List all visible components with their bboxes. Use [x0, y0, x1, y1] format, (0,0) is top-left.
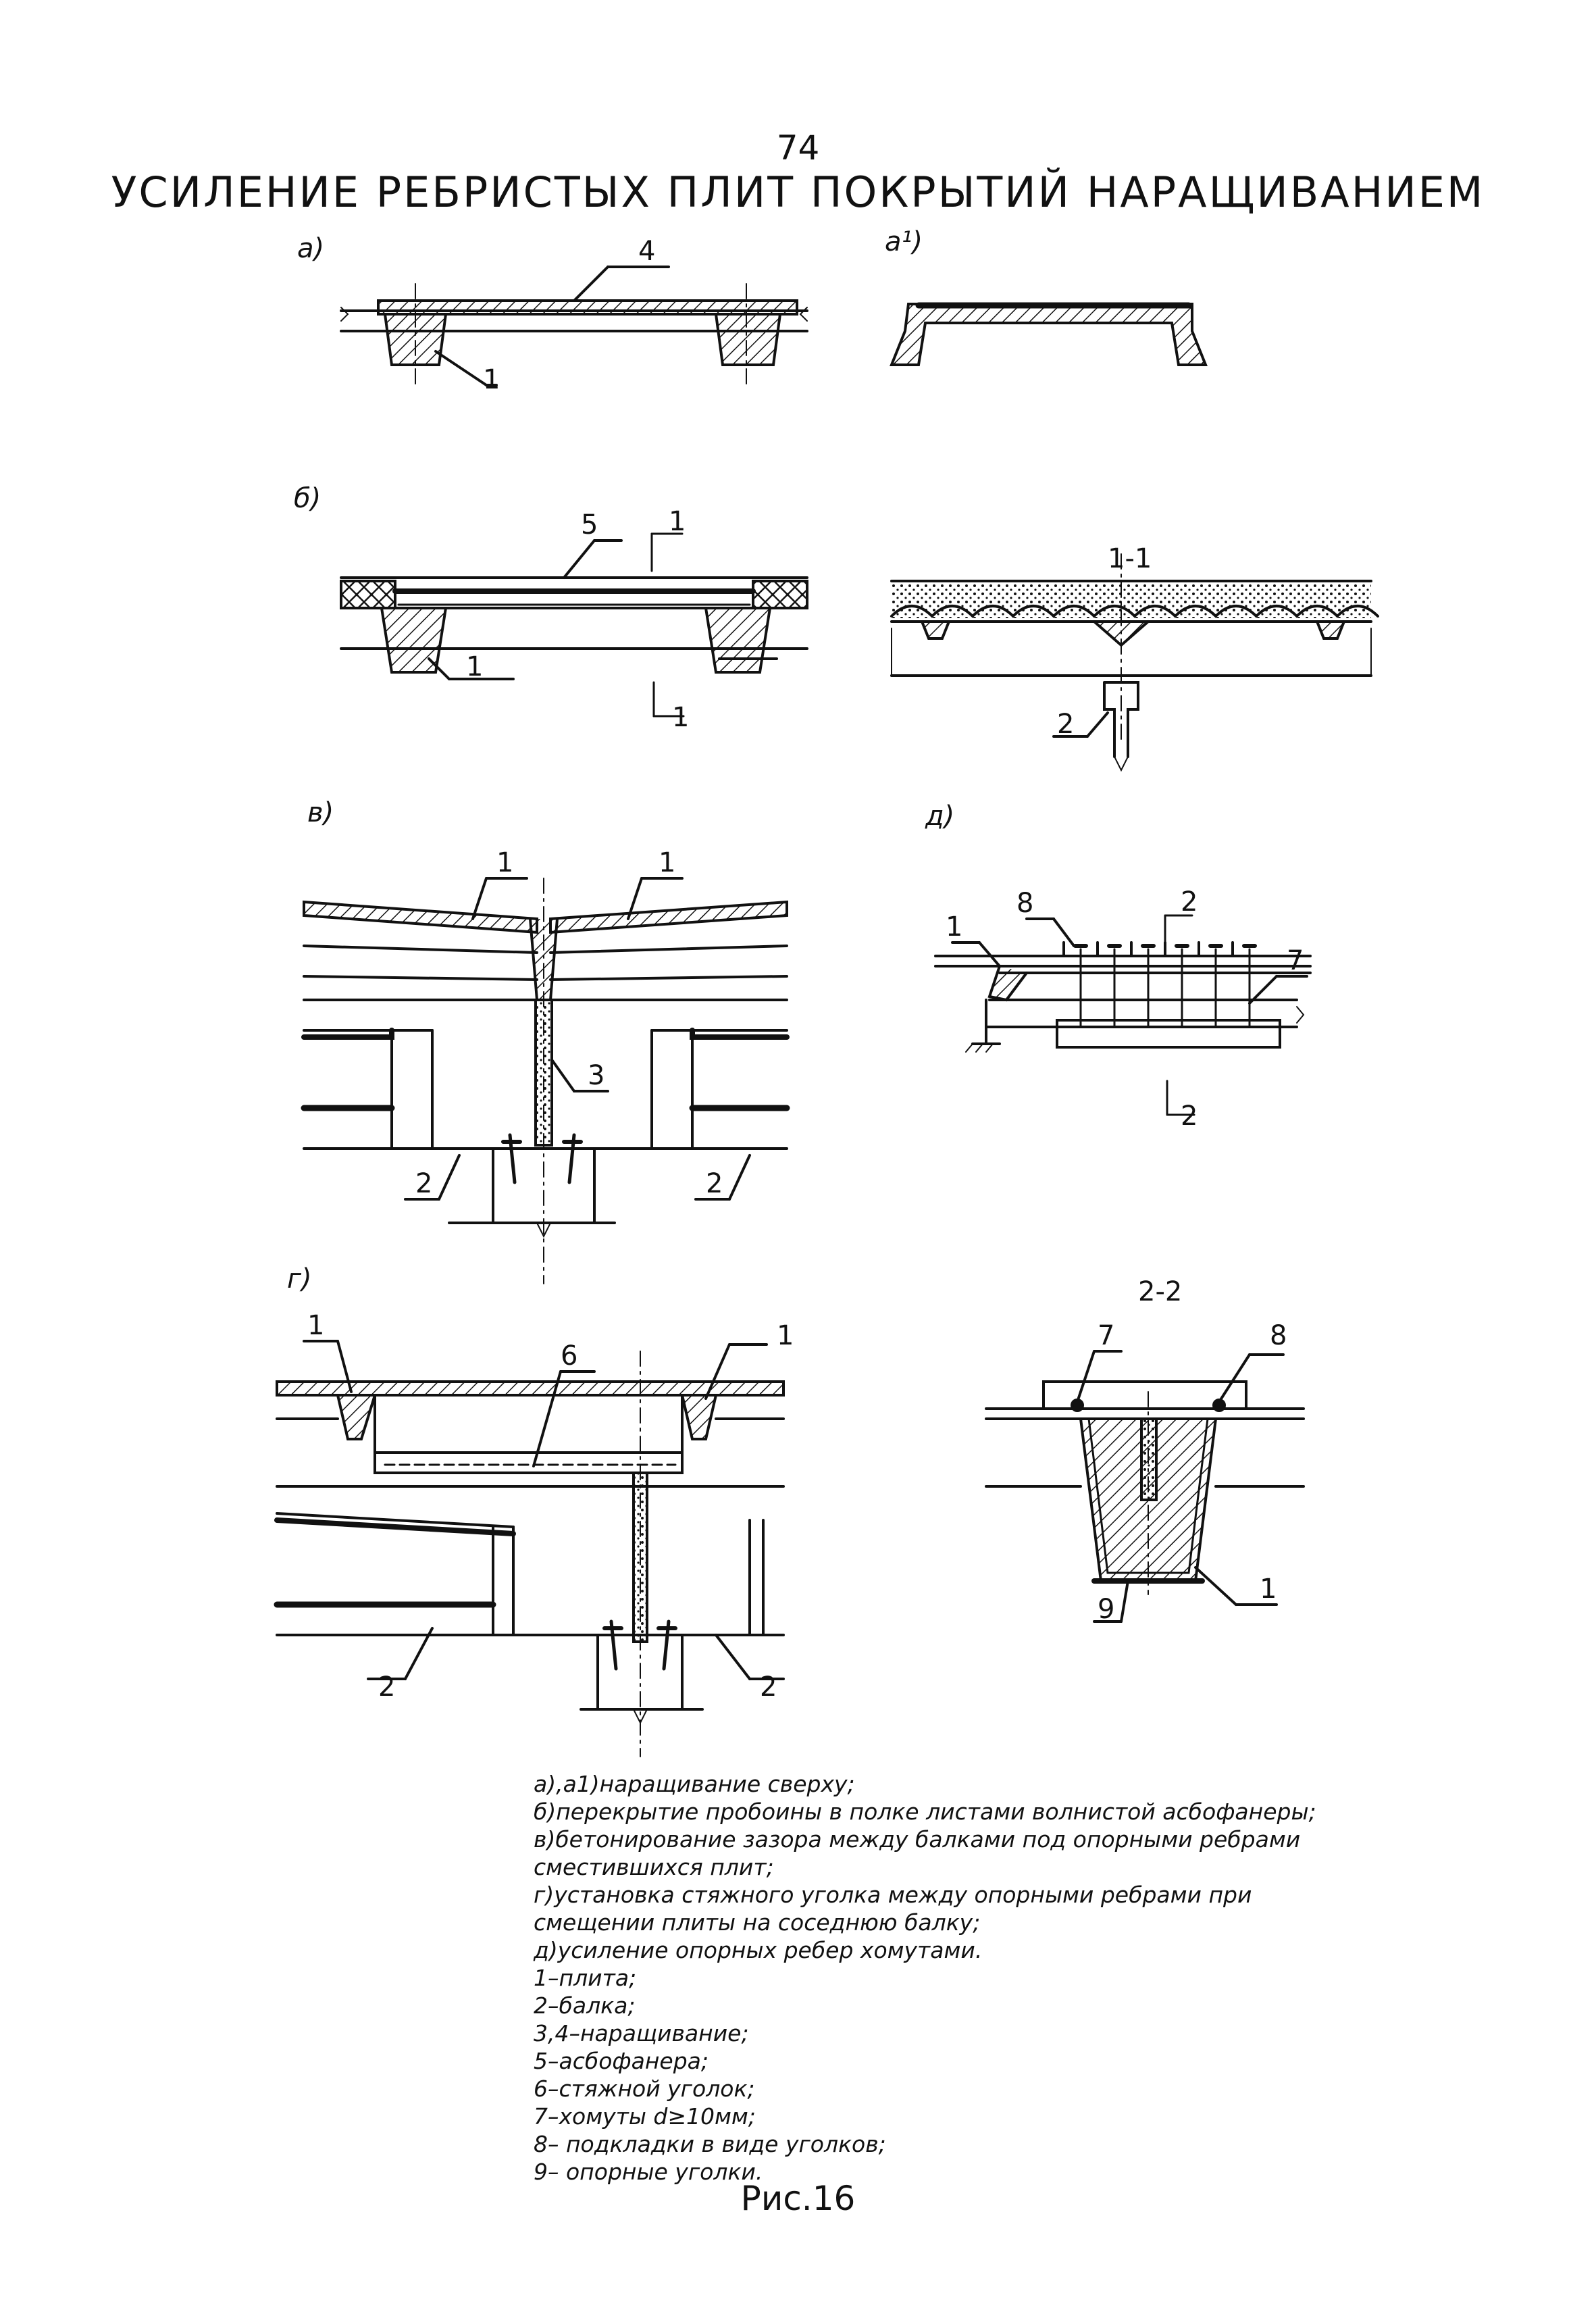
diagram-a-slab-top-build-up [340, 266, 808, 386]
callout-1-s22: 1 [1260, 1574, 1277, 1605]
caption-line: сместившихся плит; [534, 1854, 774, 1880]
callout-1-a: 1 [483, 364, 500, 395]
callout-7-d: 7 [1287, 945, 1304, 976]
callout-2-v-left: 2 [415, 1168, 432, 1199]
callout-8-s22: 8 [1270, 1320, 1287, 1351]
callout-5-b: 5 [581, 509, 598, 540]
panel-label-b: б) [294, 483, 321, 514]
callout-1-g-left: 1 [307, 1310, 324, 1341]
cut-2-top: 2 [1181, 886, 1198, 917]
diagram-v-gap-concreting [301, 877, 790, 1284]
section-2-2-title: 2-2 [1138, 1276, 1182, 1307]
panel-label-a1: а¹) [885, 226, 923, 257]
caption-line: б)перекрытие пробоины в полке листами во… [534, 1799, 1316, 1825]
callout-6-g: 6 [561, 1340, 577, 1372]
caption-line: 5–асбофанера; [534, 2048, 709, 2074]
page-number: 74 [776, 128, 820, 168]
section-1-1-title: 1-1 [1108, 543, 1152, 574]
panel-label-a: а) [297, 233, 325, 264]
panel-label-v: в) [307, 797, 334, 828]
cut-1-bottom: 1 [672, 702, 689, 733]
cut-2-bottom: 2 [1181, 1101, 1198, 1132]
diagram-b-slab-with-asbestos-sheets [340, 532, 808, 718]
caption-line: 3,4–наращивание; [534, 2020, 749, 2046]
callout-1-b: 1 [466, 651, 483, 682]
callout-1-d: 1 [946, 911, 962, 942]
callout-2-s11: 2 [1057, 709, 1074, 740]
callout-7-s22: 7 [1098, 1320, 1114, 1351]
caption-line: г)установка стяжного уголка между опорны… [534, 1882, 1252, 1908]
diagram-section-1-1 [890, 553, 1379, 772]
callout-1-v-left: 1 [496, 847, 513, 878]
caption-line: а),а1)наращивание сверху; [534, 1771, 855, 1797]
callout-1-v-right: 1 [659, 847, 675, 878]
callout-9-s22: 9 [1098, 1594, 1114, 1625]
panel-label-d: д) [925, 801, 955, 832]
callout-2-g-left: 2 [378, 1671, 395, 1703]
caption-line: 2–балка; [534, 1992, 636, 2019]
caption-line: смещении плиты на соседнюю балку; [534, 1909, 981, 1936]
panel-label-g: г) [287, 1263, 312, 1294]
callout-8-d: 8 [1016, 888, 1033, 919]
callout-labels: 4 1 5 1 1 1 1-1 2 1 1 3 2 2 1 8 2 7 2 1 … [307, 236, 1304, 1703]
diagram-section-2-2 [985, 1350, 1305, 1623]
page-title: УСИЛЕНИЕ РЕБРИСТЫХ ПЛИТ ПОКРЫТИЙ НАРАЩИВ… [111, 168, 1485, 217]
caption-line: д)усиление опорных ребер хомутами. [534, 1937, 983, 1963]
caption-line: 9– опорные уголки. [534, 2159, 763, 2185]
figure-caption: а),а1)наращивание сверху; б)перекрытие п… [534, 1770, 1412, 2186]
figure-number: Рис.16 [740, 2179, 856, 2218]
diagram-d-rib-stirrups [934, 914, 1312, 1116]
diagram-a1-slab [890, 302, 1208, 366]
callout-1-g-right: 1 [777, 1320, 794, 1351]
diagram-g-tie-angle [274, 1340, 785, 1757]
caption-line: в)бетонирование зазора между балками под… [534, 1826, 1301, 1853]
caption-line: 7–хомуты d≥10мм; [534, 2103, 756, 2130]
cut-1-top: 1 [669, 506, 686, 537]
caption-line: 6–стяжной уголок; [534, 2076, 755, 2102]
callout-2-v-right: 2 [706, 1168, 723, 1199]
caption-line: 1–плита; [534, 1965, 637, 1991]
callout-4-a: 4 [638, 236, 655, 267]
caption-line: 8– подкладки в виде уголков; [534, 2131, 886, 2157]
callout-3-v: 3 [588, 1060, 604, 1091]
callout-2-g-right: 2 [760, 1671, 777, 1703]
